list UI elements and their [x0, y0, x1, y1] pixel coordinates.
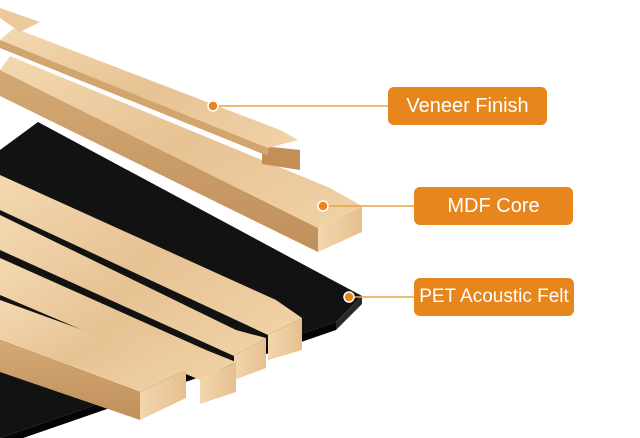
leader-lines: [213, 105, 414, 298]
slat-4: [0, 175, 302, 360]
slat-1: [0, 300, 186, 420]
mdf-marker-dot: [317, 200, 329, 212]
felt-marker-dot: [343, 291, 355, 303]
mdf-core-label: MDF Core: [414, 187, 573, 225]
leader-dots: [207, 100, 355, 303]
veneer-strip: [0, 8, 298, 156]
slat-3: [0, 215, 266, 380]
veneer-finish-label: Veneer Finish: [388, 87, 547, 125]
pet-acoustic-felt-label: PET Acoustic Felt: [414, 278, 574, 316]
mdf-core-slat: [0, 56, 362, 252]
slat-2: [0, 258, 236, 404]
veneer-marker-dot: [207, 100, 219, 112]
